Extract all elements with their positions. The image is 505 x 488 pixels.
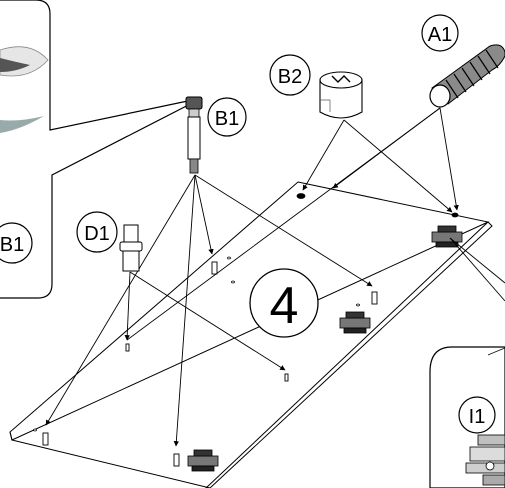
board-holes — [33, 193, 459, 470]
part-label-b1: B1 — [215, 108, 239, 130]
hinge-plate-bottom — [187, 449, 219, 472]
part-label-d1: D1 — [84, 223, 110, 245]
hinge-plate-middle — [339, 311, 371, 334]
detail-callout-right: I1 — [429, 346, 505, 488]
step-number: 4 — [270, 277, 299, 335]
detail-label-circle — [0, 222, 33, 264]
detail-label-b1: B1 — [0, 234, 24, 256]
pin-5 — [42, 432, 49, 446]
pin-4 — [284, 373, 289, 382]
part-label-b2: B2 — [278, 66, 302, 88]
pin-1 — [211, 261, 218, 275]
pin-3 — [125, 343, 130, 352]
leader-lines — [45, 107, 505, 447]
step-indicator: 4 — [249, 268, 319, 338]
part-d1-pin: D1 — [76, 211, 143, 272]
hinge-plate-top — [431, 225, 463, 248]
pin-2 — [371, 291, 378, 305]
part-label-a1: A1 — [428, 24, 452, 46]
part-b2-cam: B2 — [269, 54, 363, 119]
hinge-plates — [187, 225, 463, 472]
detail-callout-left: B1 — [0, 0, 203, 299]
hinge-detail-shape — [465, 434, 505, 486]
part-label-i1: I1 — [469, 406, 486, 428]
part-b1-bolt: B1 — [185, 96, 247, 174]
part-a1-dowel: A1 — [421, 14, 505, 108]
pin-6 — [173, 453, 180, 467]
panel-board — [9, 181, 493, 488]
board-pins — [42, 261, 378, 467]
